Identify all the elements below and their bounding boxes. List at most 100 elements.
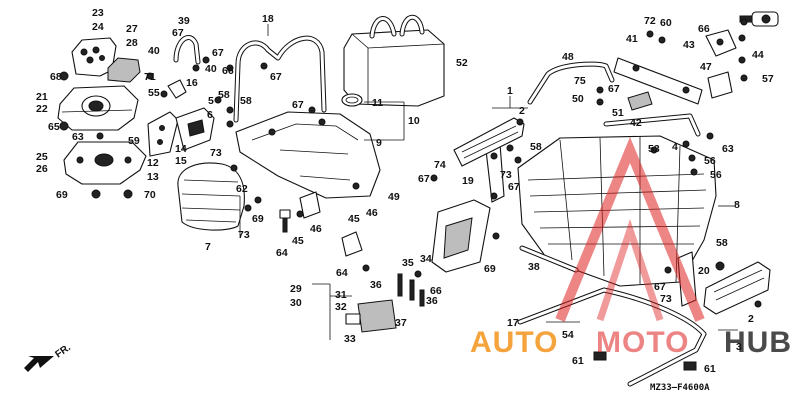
- callout-60: 60: [660, 17, 672, 29]
- part-lock-cylinder-44: [739, 11, 779, 27]
- part-lower-frame-17: [517, 287, 707, 387]
- callout-13: 13: [147, 171, 159, 183]
- callout-38: 38: [528, 261, 540, 273]
- callout-65: 65: [48, 121, 60, 133]
- part-cable-39: [173, 35, 201, 65]
- callout-46: 46: [310, 223, 322, 235]
- part-bracket-45-46b: [341, 231, 363, 257]
- callout-45: 45: [348, 213, 360, 225]
- part-pad-27-28: [107, 57, 141, 83]
- callout-62: 62: [236, 183, 248, 195]
- callout-32: 32: [335, 301, 347, 313]
- callout-45: 45: [292, 235, 304, 247]
- callout-51: 51: [612, 107, 624, 119]
- callout-29: 29: [290, 283, 302, 295]
- callout-67: 67: [418, 173, 430, 185]
- callout-67: 67: [270, 71, 282, 83]
- callout-66: 66: [698, 23, 710, 35]
- callout-22: 22: [36, 103, 48, 115]
- front-direction-label: FR.: [53, 342, 73, 360]
- callout-26: 26: [36, 163, 48, 175]
- callout-11: 11: [372, 97, 383, 109]
- callout-55: 55: [148, 87, 160, 99]
- callout-67: 67: [508, 181, 520, 193]
- front-direction-arrow: FR.: [24, 342, 73, 372]
- callout-2: 2: [748, 313, 754, 325]
- callout-67: 67: [292, 99, 304, 111]
- callout-73: 73: [660, 293, 672, 305]
- callout-58: 58: [240, 95, 252, 107]
- callout-41: 41: [626, 33, 638, 45]
- part-springs-35-36: [397, 273, 425, 307]
- callout-30: 30: [290, 297, 302, 309]
- callout-58: 58: [716, 237, 728, 249]
- callout-67: 67: [608, 83, 620, 95]
- part-pad-51: [627, 91, 653, 111]
- callout-4: 4: [672, 141, 678, 153]
- callout-14: 14: [175, 143, 187, 155]
- callout-39: 39: [178, 15, 190, 27]
- callout-1: 1: [507, 85, 513, 97]
- callout-64: 64: [336, 267, 348, 279]
- callout-58: 58: [218, 89, 230, 101]
- callout-15: 15: [175, 155, 187, 167]
- callout-70: 70: [144, 189, 156, 201]
- callout-67: 67: [212, 47, 224, 59]
- part-upper-housing-21-22: [57, 85, 139, 131]
- callout-46: 46: [366, 207, 378, 219]
- callout-67: 67: [172, 27, 184, 39]
- part-carrier-base-9: [235, 111, 381, 199]
- callout-59: 59: [128, 135, 140, 147]
- callout-56: 56: [704, 155, 716, 167]
- callout-61: 61: [704, 363, 716, 375]
- callout-36: 36: [426, 295, 438, 307]
- part-latch-47: [707, 71, 733, 99]
- watermark-hub: HUB: [724, 326, 792, 359]
- callout-36: 36: [370, 279, 382, 291]
- callout-27: 27: [126, 23, 138, 35]
- part-backrest-7: [177, 162, 245, 231]
- part-hinge-bar-41: [613, 57, 703, 105]
- callout-63: 63: [72, 131, 84, 143]
- part-clip-16: [167, 79, 187, 99]
- callout-47: 47: [700, 61, 712, 73]
- callout-12: 12: [147, 157, 159, 169]
- callout-74: 74: [434, 159, 446, 171]
- callout-10: 10: [408, 115, 420, 127]
- callout-42: 42: [630, 117, 642, 129]
- callout-66: 66: [222, 65, 234, 77]
- callout-19: 19: [462, 175, 474, 187]
- part-bolt-64a: [279, 209, 291, 233]
- part-panel-37: [357, 299, 397, 333]
- fastener-glyphs: [59, 18, 762, 308]
- callout-2: 2: [519, 105, 525, 117]
- callout-75: 75: [574, 75, 586, 87]
- callout-numbers: 1 2 2 3 4 5 6 7 8 9 10 11 12 13 14 15 16…: [36, 7, 774, 375]
- callout-67: 67: [654, 281, 666, 293]
- callout-69: 69: [484, 263, 496, 275]
- callout-52: 52: [456, 57, 468, 69]
- callout-49: 49: [388, 191, 400, 203]
- part-hinge-bracket-12-13: [147, 111, 179, 157]
- part-lid-inner-69: [431, 199, 491, 273]
- callout-57: 57: [762, 73, 774, 85]
- part-lower-housing-25-26: [63, 141, 147, 185]
- callout-53: 53: [648, 143, 660, 155]
- callout-9: 9: [376, 137, 382, 149]
- callout-71: 71: [144, 71, 156, 83]
- part-bracket-45-46a: [299, 191, 321, 219]
- callout-66: 66: [430, 285, 442, 297]
- callout-69: 69: [56, 189, 68, 201]
- part-tail-light-1: [453, 117, 525, 167]
- callout-25: 25: [36, 151, 48, 163]
- callout-33: 33: [344, 333, 356, 345]
- watermark-moto: MOTO: [596, 326, 689, 359]
- part-reflector-3: [703, 261, 771, 315]
- callout-37: 37: [395, 317, 407, 329]
- callout-17: 17: [507, 317, 519, 329]
- callout-35: 35: [402, 257, 414, 269]
- callout-8: 8: [734, 199, 740, 211]
- callout-7: 7: [205, 241, 211, 253]
